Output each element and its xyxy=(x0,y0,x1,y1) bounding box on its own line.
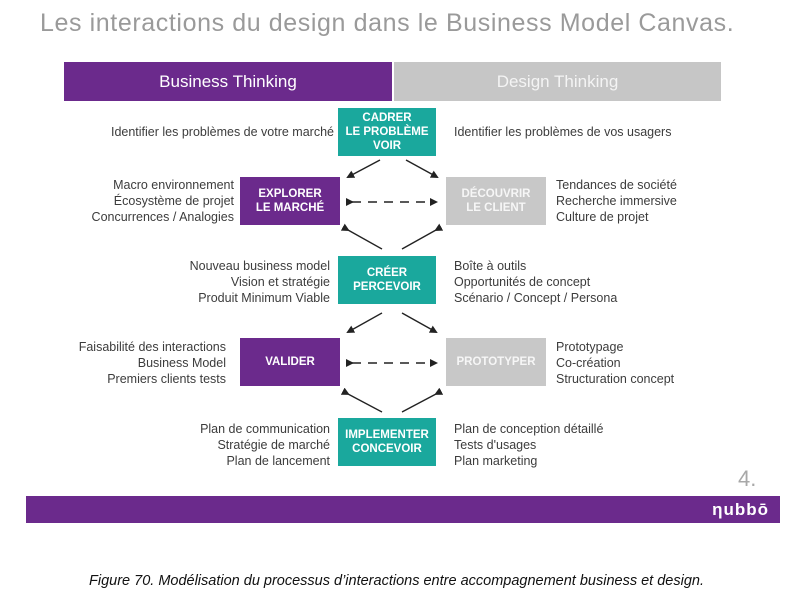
note-line: Business Model xyxy=(137,356,226,370)
nubbo-logo: ηubbō xyxy=(712,500,769,519)
step-creer: CRÉER PERCEVOIR xyxy=(338,256,436,304)
arrow-creer-prototyper xyxy=(401,312,438,333)
note-line: Concurrences / Analogies xyxy=(91,210,234,224)
notes-implementer-left: Plan de communication Stratégie de march… xyxy=(200,421,330,469)
step-explorer: EXPLORER LE MARCHÉ xyxy=(240,177,340,225)
note-line: Plan de lancement xyxy=(226,454,330,468)
note-line: Stratégie de marché xyxy=(217,438,330,452)
notes-creer-right: Boîte à outils Opportunités de concept S… xyxy=(454,258,617,306)
footer-bar xyxy=(26,496,780,523)
note-line: Vision et stratégie xyxy=(230,275,330,289)
notes-cadrer-left: Identifier les problèmes de votre marché xyxy=(111,124,334,140)
business-thinking-header: Business Thinking xyxy=(64,62,392,101)
notes-creer-left: Nouveau business model Vision et stratég… xyxy=(190,258,330,306)
step-valider: VALIDER xyxy=(240,338,340,386)
note-line: Produit Minimum Viable xyxy=(198,291,330,305)
note-line: Écosystème de projet xyxy=(113,194,234,208)
note-line: Macro environnement xyxy=(113,178,234,192)
page-number: 4. xyxy=(738,466,757,491)
arrow-valider-implementer xyxy=(340,387,383,413)
step-cadrer: CADRER LE PROBLÈME VOIR xyxy=(338,108,436,156)
notes-valider-left: Faisabilité des interactions Business Mo… xyxy=(79,339,226,387)
note-line: Plan marketing xyxy=(454,454,538,468)
note-line: Scénario / Concept / Persona xyxy=(454,291,618,305)
note-line: Culture de projet xyxy=(556,210,649,224)
notes-cadrer-right: Identifier les problèmes de vos usagers xyxy=(454,124,671,140)
step-prototyper: PROTOTYPER xyxy=(446,338,546,386)
note-line: Tests d'usages xyxy=(454,438,537,452)
note-line: Identifier les problèmes de votre marché xyxy=(110,125,334,139)
notes-explorer-left: Macro environnement Écosystème de projet… xyxy=(92,177,234,225)
note-line: Boîte à outils xyxy=(454,259,527,273)
note-line: Structuration concept xyxy=(556,372,675,386)
note-line: Co-création xyxy=(556,356,621,370)
note-line: Tendances de société xyxy=(556,178,677,192)
notes-decouvrir-right: Tendances de société Recherche immersive… xyxy=(556,177,677,225)
figure-caption: Figure 70. Modélisation du processus d’i… xyxy=(89,573,704,589)
note-line: Prototypage xyxy=(556,340,624,354)
step-implementer: IMPLEMENTER CONCEVOIR xyxy=(338,418,436,466)
notes-prototyper-right: Prototypage Co-création Structuration co… xyxy=(556,339,674,387)
arrow-creer-valider xyxy=(346,312,383,333)
arrow-cadrer-explorer xyxy=(346,159,381,178)
note-line: Premiers clients tests xyxy=(107,372,226,386)
note-line: Identifier les problèmes de vos usagers xyxy=(454,125,672,139)
notes-implementer-right: Plan de conception détaillé Tests d'usag… xyxy=(454,421,603,469)
arrow-prototyper-implementer xyxy=(401,387,444,413)
arrow-cadrer-decouvrir xyxy=(405,159,439,178)
note-line: Opportunités de concept xyxy=(454,275,591,289)
step-decouvrir: DÉCOUVRIR LE CLIENT xyxy=(446,177,546,225)
note-line: Faisabilité des interactions xyxy=(78,340,226,354)
arrow-explorer-creer xyxy=(340,223,383,250)
design-thinking-header: Design Thinking xyxy=(394,62,721,101)
note-line: Recherche immersive xyxy=(556,194,677,208)
arrow-decouvrir-creer xyxy=(401,223,444,250)
note-line: Nouveau business model xyxy=(189,259,330,273)
note-line: Plan de conception détaillé xyxy=(454,422,604,436)
slide-title: Les interactions du design dans le Busin… xyxy=(40,9,735,37)
note-line: Plan de communication xyxy=(200,422,330,436)
